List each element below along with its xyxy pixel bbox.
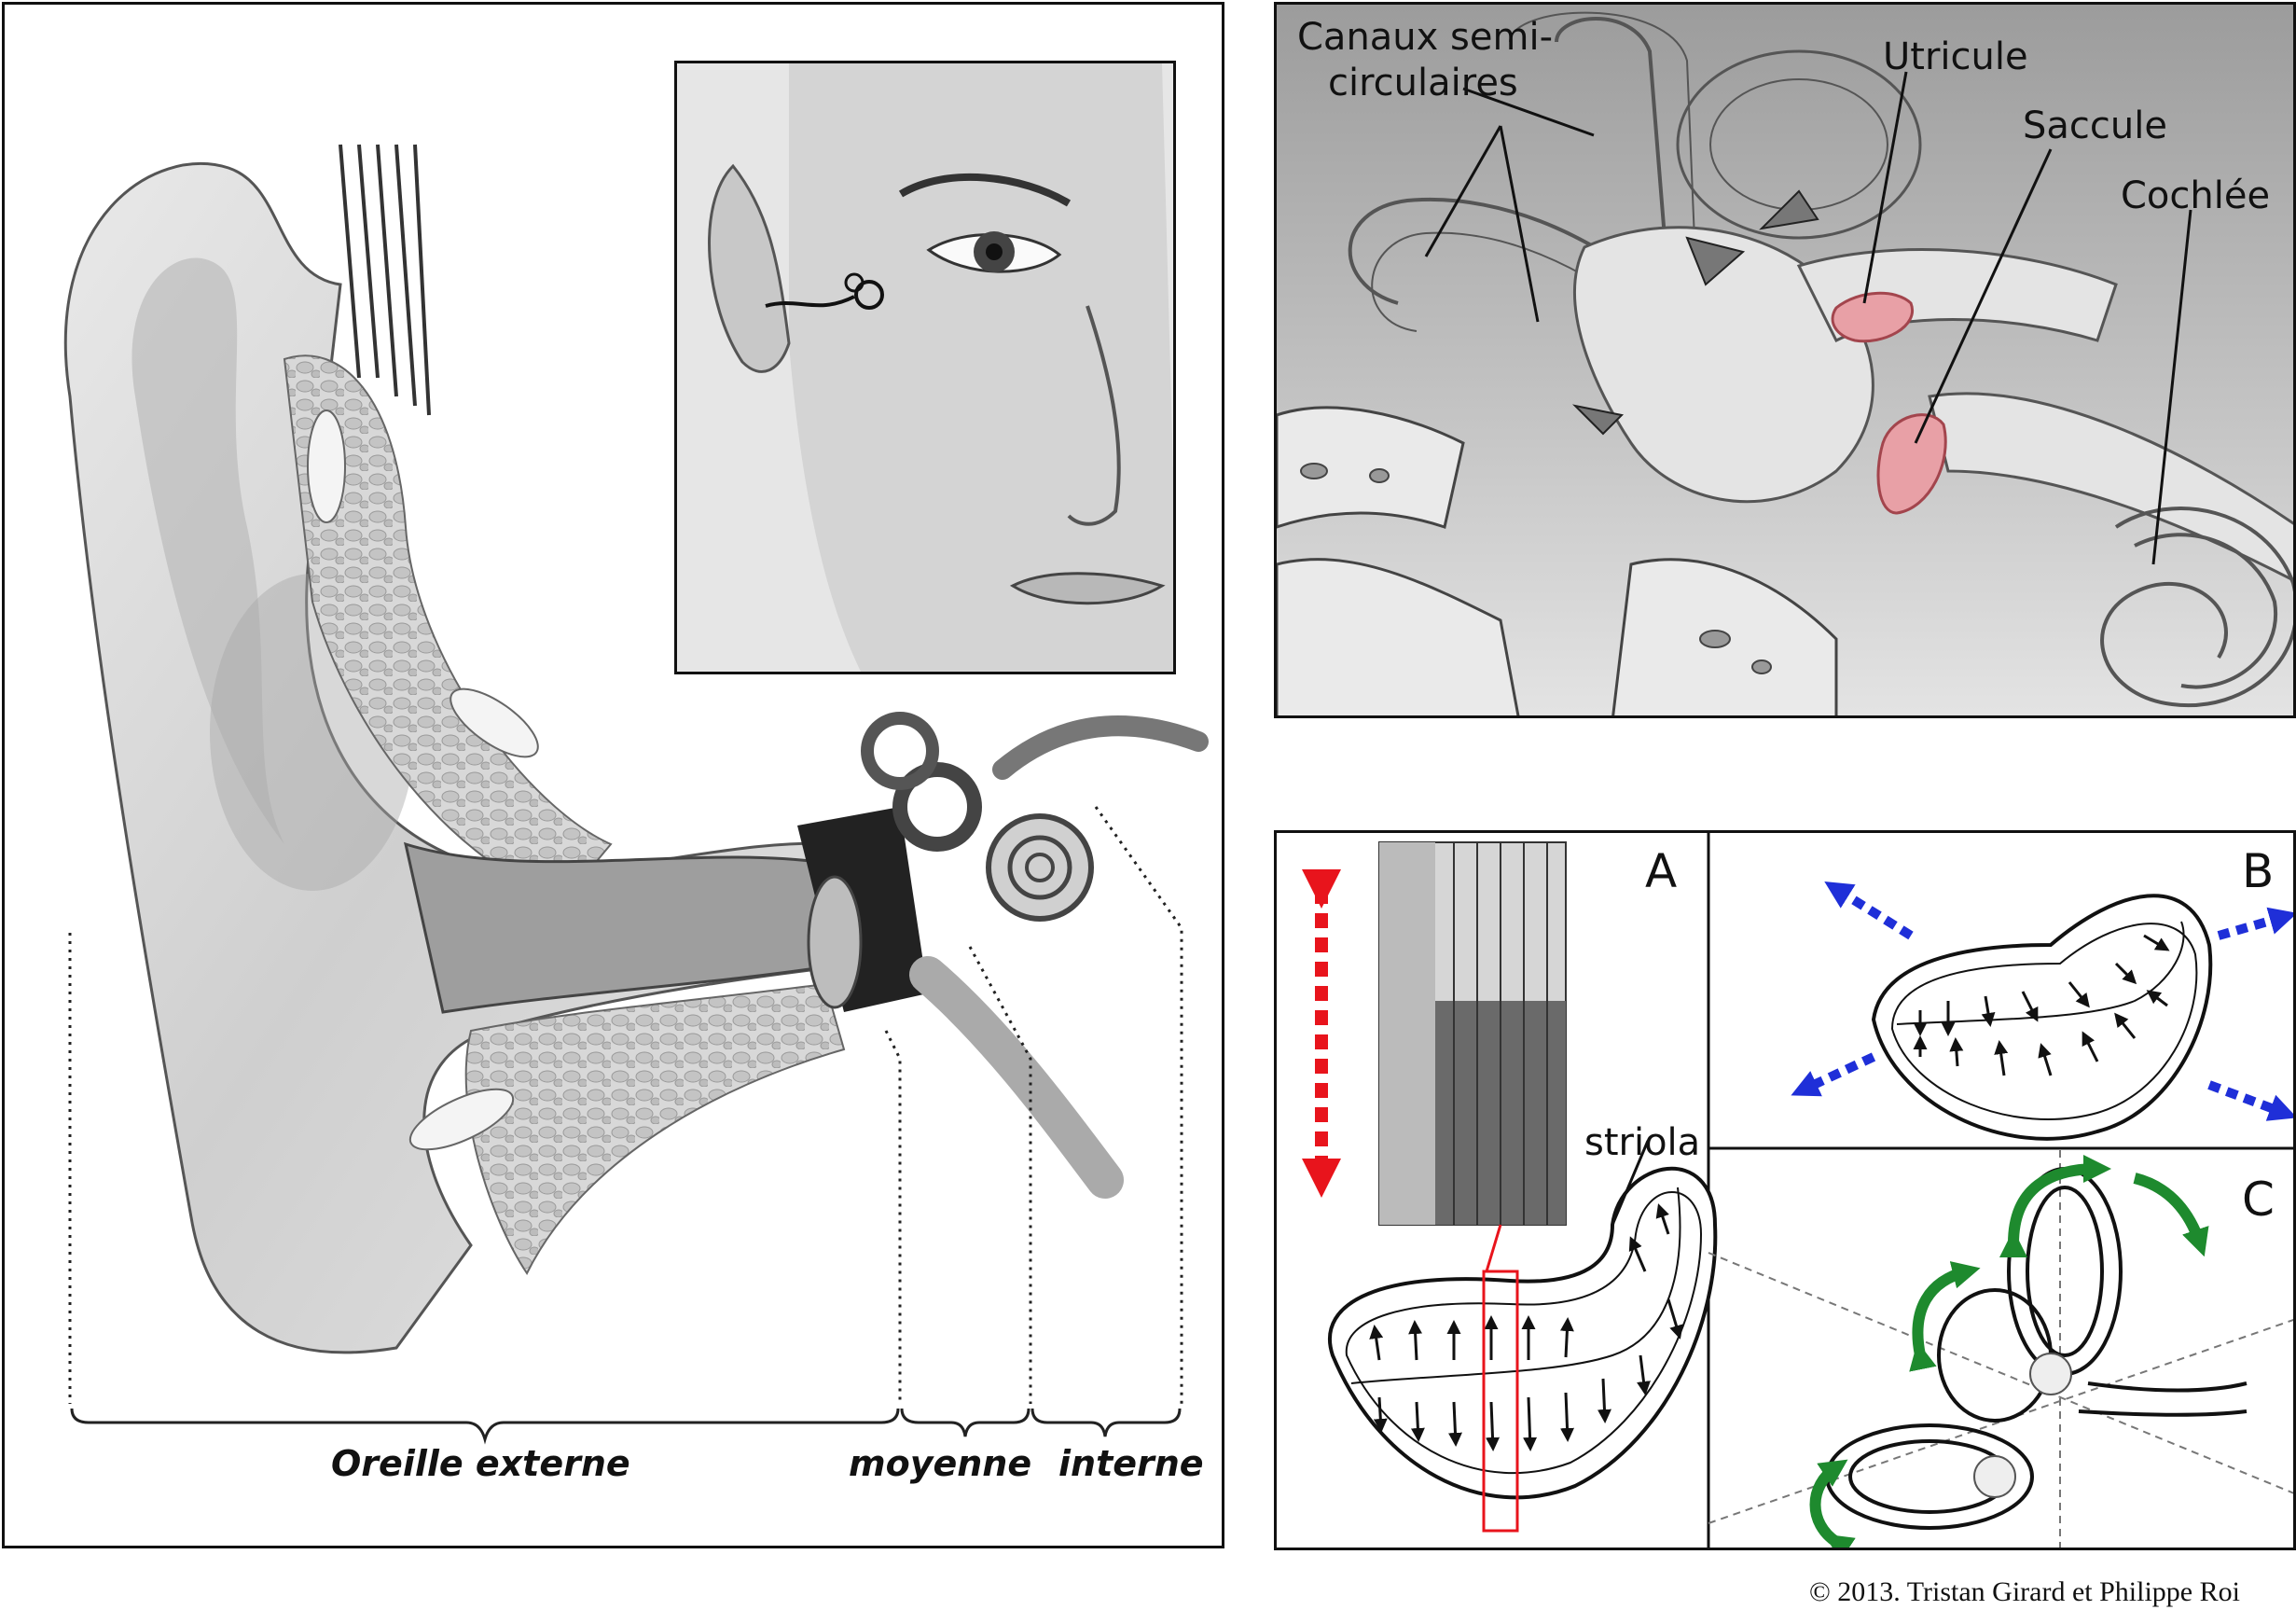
face-illustration <box>677 63 1173 672</box>
utricle-highlight <box>1831 291 1915 343</box>
vestibule-illustration <box>1277 5 2293 715</box>
label-saccule: Saccule <box>2023 104 2167 147</box>
mouth <box>1009 572 1166 605</box>
label-semicircular-canals-1: Canaux semi- <box>1297 16 1554 59</box>
ear-on-face <box>708 163 791 373</box>
otolith-illustration <box>1302 833 2293 1548</box>
letter-b: B <box>2242 844 2275 898</box>
panel-b-diagram <box>1791 881 2293 1141</box>
section-highlight-box <box>1482 1270 1519 1533</box>
letter-c: C <box>2242 1173 2275 1227</box>
label-semicircular-canals-2: circulaires <box>1328 62 1518 104</box>
saccule-highlight <box>1876 413 1947 515</box>
label-cochlea: Cochlée <box>2121 174 2271 217</box>
utricle-macula <box>1328 1166 1718 1500</box>
copyright-notice: © 2013. Tristan Girard et Philippe Roi <box>1809 1576 2240 1607</box>
label-inner-ear: interne <box>1058 1443 1204 1484</box>
inner-ear-inset-icon <box>854 280 884 310</box>
ear-anatomy-illustration <box>63 144 1209 1445</box>
vestibule-panel: Canaux semi- circulaires Utricule Saccul… <box>1274 2 2296 718</box>
letter-a: A <box>1645 844 1678 898</box>
panel-a-diagram <box>1302 841 1718 1533</box>
cochlea-spiral <box>2100 507 2293 708</box>
label-utricle: Utricule <box>1883 35 2028 78</box>
ear-anatomy-panel: Oreille externe moyenne interne <box>2 2 1224 1548</box>
ear-canal <box>403 841 837 1014</box>
label-middle-ear: moyenne <box>849 1443 1032 1484</box>
label-outer-ear: Oreille externe <box>331 1443 630 1484</box>
otolith-panel: A B C striola <box>1274 830 2296 1550</box>
middle-inner-ear <box>797 712 1209 1199</box>
panel-c-diagram <box>1708 1150 2293 1548</box>
label-striola: striola <box>1584 1121 1701 1164</box>
face-inset <box>674 61 1176 674</box>
nose <box>1067 305 1121 526</box>
